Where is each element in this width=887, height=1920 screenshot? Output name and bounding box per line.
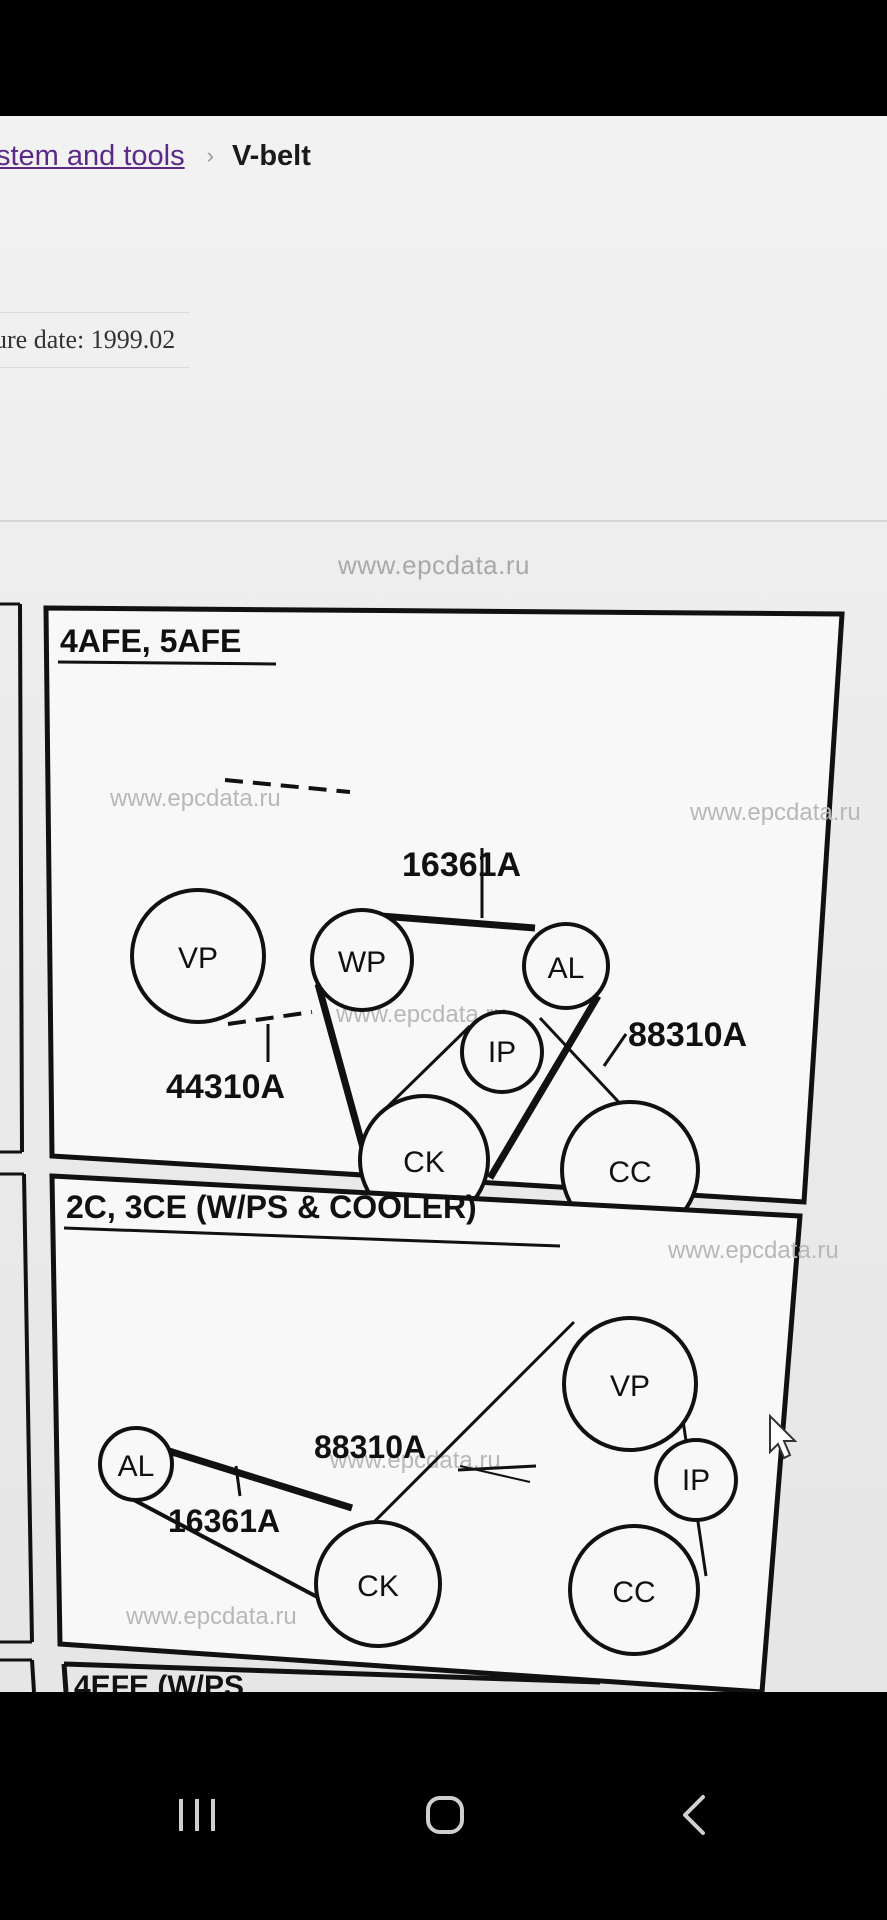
leader-line <box>602 1033 628 1067</box>
diagram-title: 4EFE (W/PS <box>74 1670 244 1692</box>
pulley-label: CC <box>608 1156 651 1189</box>
android-nav-bar <box>0 1692 887 1920</box>
watermark-text: www.epcdata.ru <box>109 785 281 812</box>
pulley-al <box>98 1426 174 1502</box>
belt-16361a <box>314 983 372 1167</box>
part-number-label: 88310A <box>628 1016 747 1054</box>
pulley-al <box>522 922 610 1010</box>
belt-16361a <box>486 994 602 1180</box>
belt-16361a <box>133 1498 339 1610</box>
breadcrumb-separator: › <box>206 143 214 168</box>
belt-88310a <box>376 1024 472 1118</box>
pulley-label: AL <box>548 952 585 985</box>
recents-icon <box>179 1799 215 1831</box>
pulley-vp <box>562 1316 698 1452</box>
pulley-label: AL <box>118 1450 155 1483</box>
leader-line <box>457 1464 537 1472</box>
back-icon <box>683 1795 705 1835</box>
breadcrumb: stem and tools › V-belt <box>0 136 311 176</box>
pulley-label: WP <box>338 946 386 979</box>
part-number-label: 16361A <box>402 846 521 884</box>
production-date-text: ure date: 1999.02 <box>0 325 176 354</box>
pulley-ip <box>654 1438 738 1522</box>
pulley-label: VP <box>178 942 218 975</box>
leader-line <box>234 1465 242 1497</box>
pulley-wp <box>310 908 414 1012</box>
diagram-panel-4afe-5afe: 4AFE, 5AFE www.epcdata.ru www.epcdata.ru… <box>43 605 861 1240</box>
watermark-text: www.epcdata.ru <box>667 1237 839 1264</box>
belt-88310a <box>352 1320 576 1544</box>
monitor-screen: stem and tools › V-belt ure date: 1999.0… <box>0 116 887 1692</box>
part-number-label: 88310A <box>314 1429 426 1465</box>
v-belt-diagram-sheet: 4AFE, 5AFE www.epcdata.ru www.epcdata.ru… <box>0 602 861 1692</box>
pulley-vp <box>130 888 266 1024</box>
pulley-label: CK <box>403 1146 445 1179</box>
belt-88310a <box>538 1016 630 1114</box>
pulley-ip <box>460 1010 544 1094</box>
home-icon <box>426 1796 464 1834</box>
mouse-cursor-icon <box>769 1413 798 1460</box>
pulley-label: CK <box>357 1570 399 1603</box>
part-number-label: 44310A <box>166 1068 285 1106</box>
belt-dashed <box>227 1010 313 1026</box>
production-date-row: ure date: 1999.02 <box>0 312 190 368</box>
breadcrumb-link-system-and-tools[interactable]: stem and tools <box>0 139 185 172</box>
pulley-label: IP <box>682 1464 710 1497</box>
recents-button[interactable] <box>152 1770 242 1860</box>
watermark-text: www.epcdata.ru <box>338 550 530 580</box>
part-number-label: 16361A <box>168 1503 280 1539</box>
diagram-title: 2C, 3CE (W/PS & COOLER) <box>66 1189 477 1225</box>
home-button[interactable] <box>400 1770 490 1860</box>
pulley-ck <box>314 1520 442 1648</box>
pulley-label: IP <box>488 1036 516 1069</box>
watermark-text: www.epcdata.ru <box>125 1603 297 1630</box>
diagram-panel-4efe: 4EFE (W/PS <box>61 1661 601 1692</box>
pulley-cc <box>568 1524 700 1656</box>
belt-16361a <box>138 1438 354 1512</box>
pulley-label: CC <box>612 1576 655 1609</box>
diagram-panel-2c-3ce: 2C, 3CE (W/PS & COOLER) www.epcdata.ru w… <box>49 1173 839 1692</box>
watermark-text: www.epcdata.ru <box>689 799 861 826</box>
back-button[interactable] <box>650 1770 740 1860</box>
diagram-title: 4AFE, 5AFE <box>60 623 241 659</box>
belt-dashed <box>224 778 351 794</box>
pulley-label: VP <box>610 1370 650 1403</box>
breadcrumb-current: V-belt <box>231 139 311 172</box>
section-divider <box>0 520 887 522</box>
